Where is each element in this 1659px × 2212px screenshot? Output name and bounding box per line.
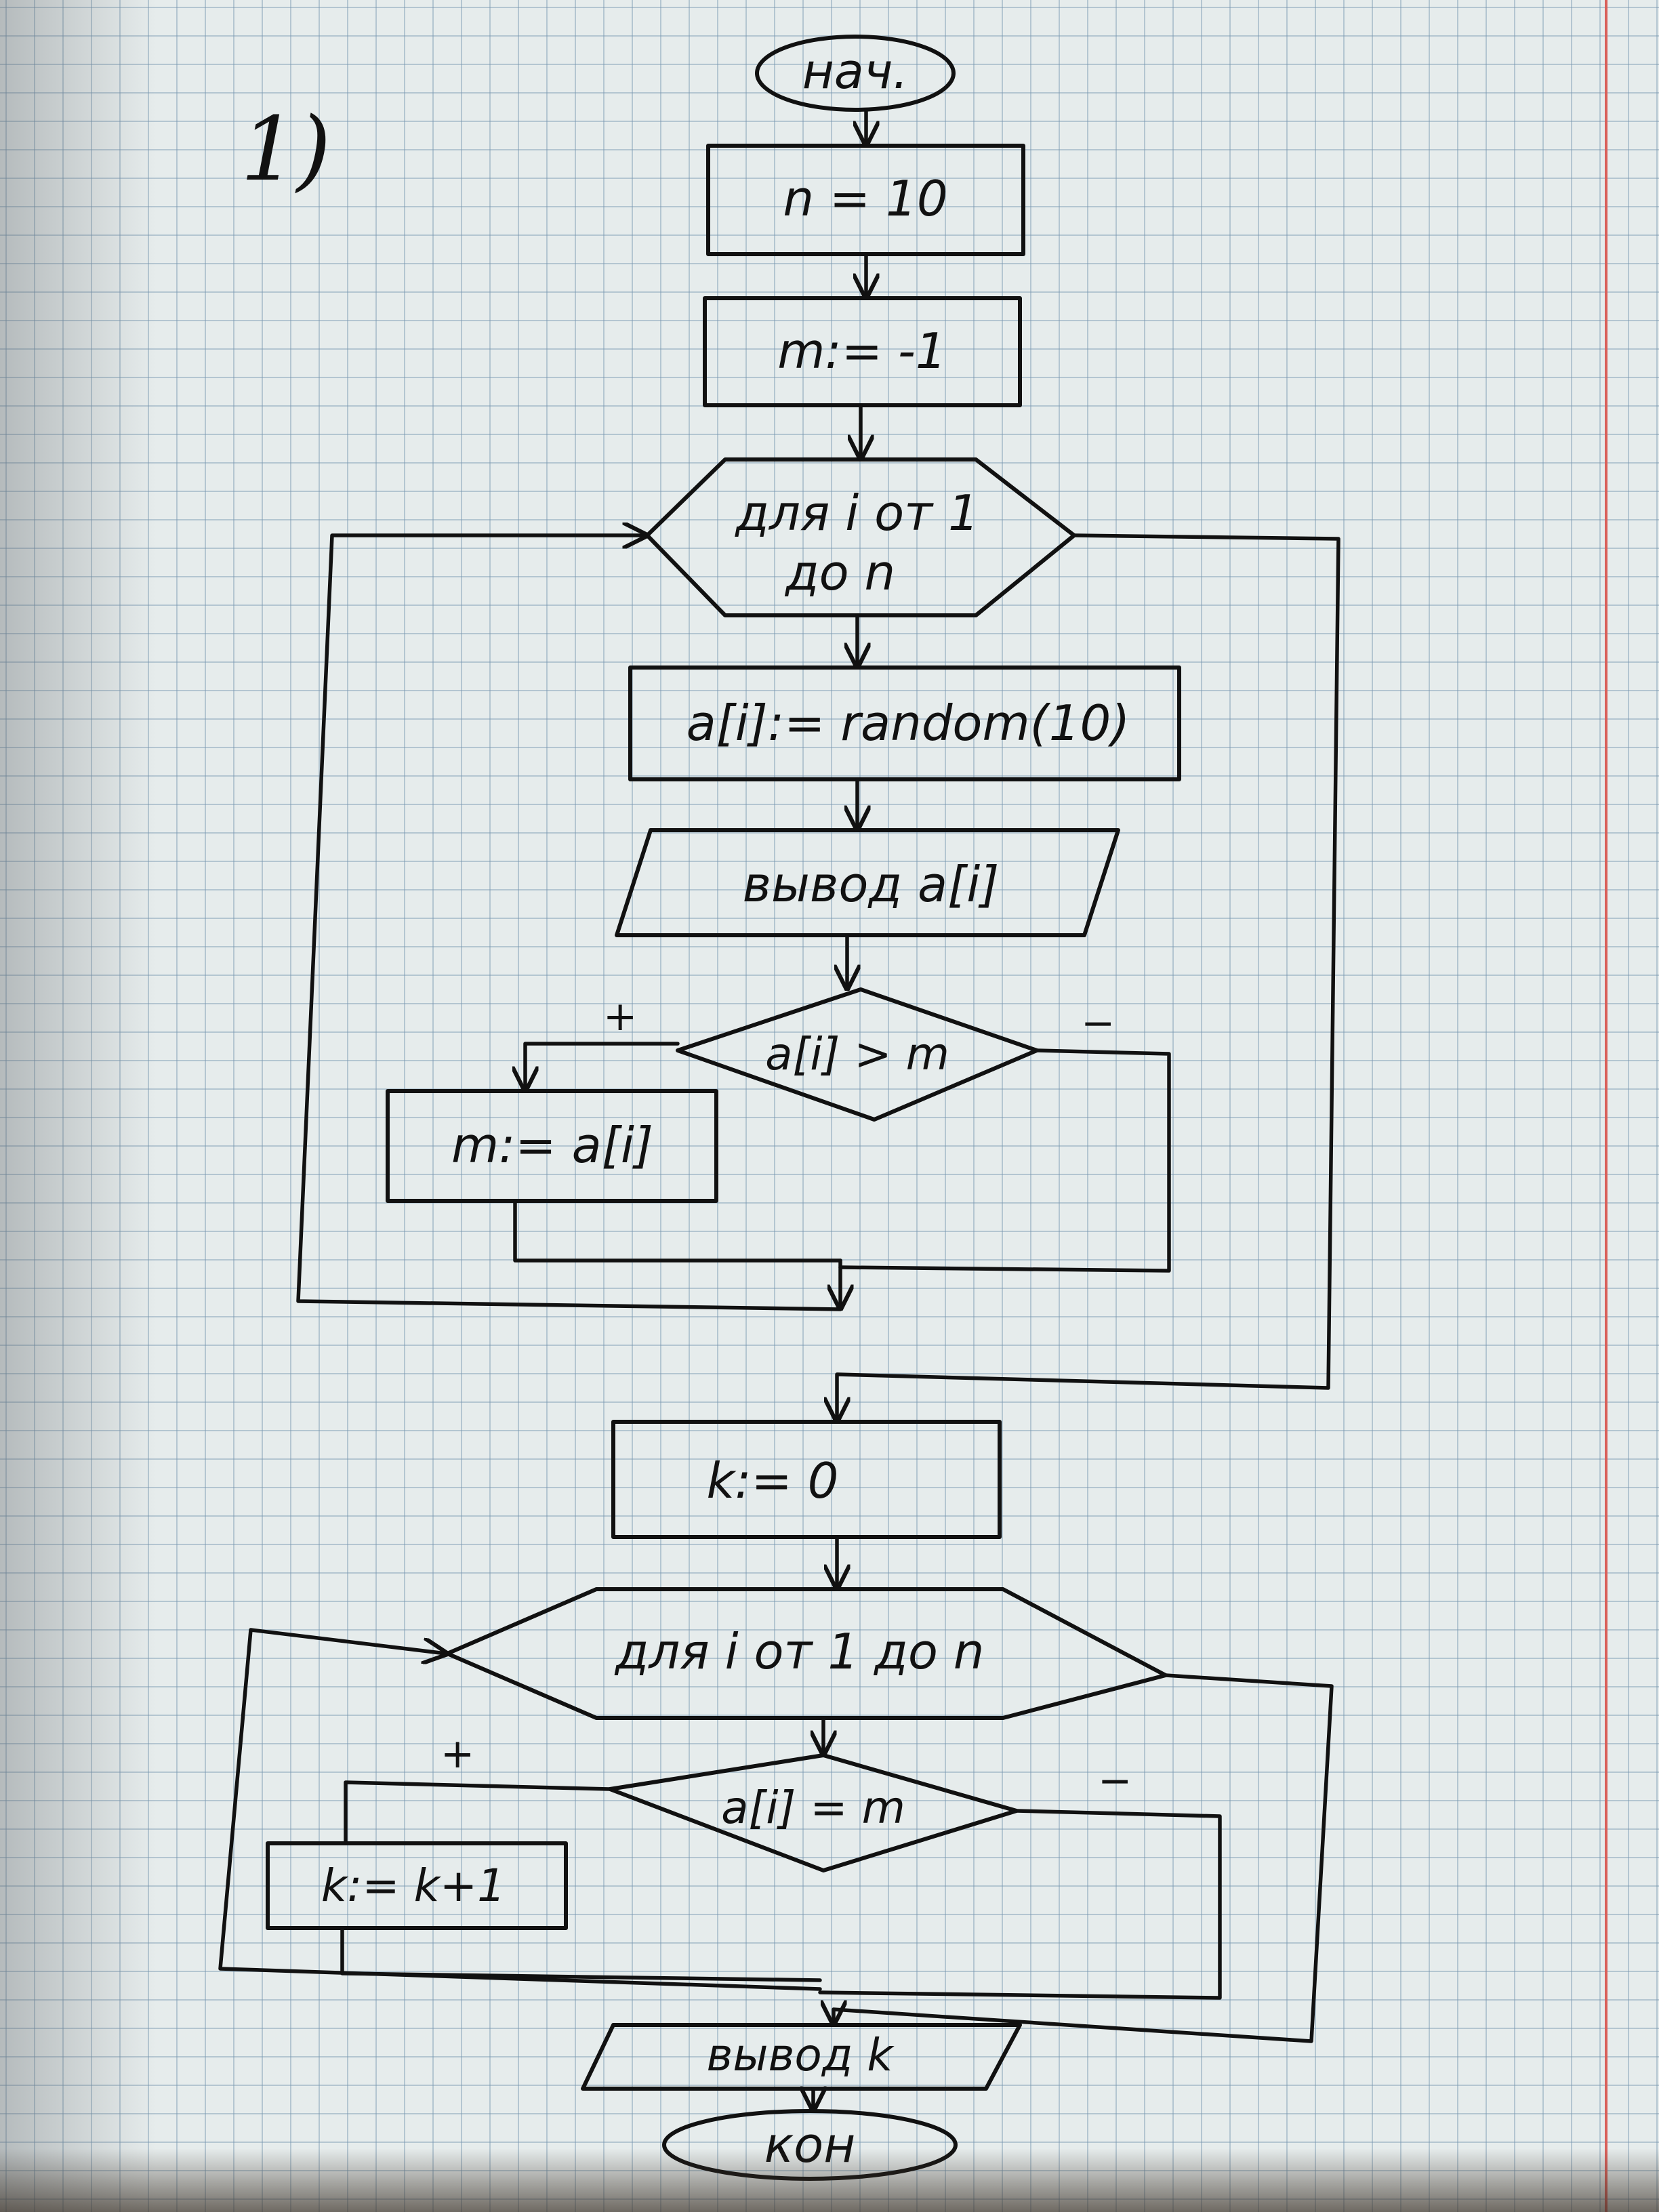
loop-for-i-1: для i от 1 до n bbox=[645, 457, 1076, 617]
start-terminal: нач. bbox=[755, 35, 956, 112]
process-assign-n: n = 10 bbox=[706, 144, 1025, 256]
cond-equal-yes: + bbox=[441, 1730, 474, 1778]
process-assign-k: k:= 0 bbox=[611, 1420, 1002, 1539]
output-ai-label: вывод a[i] bbox=[743, 856, 1000, 913]
loop-for-i-2: для i от 1 до n bbox=[445, 1587, 1168, 1720]
process-random: a[i]:= random(10) bbox=[628, 665, 1181, 781]
cond-greater-yes: + bbox=[603, 993, 637, 1040]
page-shadow bbox=[0, 0, 156, 2212]
cond-greater-no: − bbox=[1081, 1000, 1115, 1047]
page-bottom-shadow bbox=[0, 2148, 1659, 2212]
decision-greater: a[i] > m + − bbox=[603, 987, 1115, 1122]
random-label: a[i]:= random(10) bbox=[687, 695, 1130, 752]
assign-m-ai-label: m:= a[i] bbox=[451, 1117, 653, 1174]
cond-greater-label: a[i] > m bbox=[765, 1028, 949, 1080]
increment-k-label: k:= k+1 bbox=[321, 1860, 506, 1912]
loop2-label: для i от 1 до n bbox=[614, 1623, 985, 1680]
process-assign-m: m:= -1 bbox=[703, 296, 1022, 407]
margin-line bbox=[1605, 0, 1607, 2212]
cond-equal-no: − bbox=[1098, 1757, 1132, 1805]
flow-lines bbox=[218, 108, 1340, 2110]
cond-equal-label: a[i] = m bbox=[721, 1782, 905, 1834]
loop1-label-line1: для i от 1 bbox=[734, 485, 979, 541]
problem-number: 1) bbox=[241, 98, 331, 201]
decision-equal: a[i] = m + − bbox=[441, 1730, 1132, 1872]
output-k-label: вывод k bbox=[706, 2029, 895, 2081]
assign-m-label: m:= -1 bbox=[777, 323, 946, 380]
io-output-k: вывод k bbox=[581, 2023, 1022, 2091]
loop1-label-line2: до n bbox=[784, 544, 895, 601]
start-label: нач. bbox=[802, 43, 909, 100]
assign-k-label: k:= 0 bbox=[707, 1452, 839, 1509]
process-assign-m-ai: m:= a[i] bbox=[386, 1089, 718, 1203]
assign-n-label: n = 10 bbox=[783, 170, 947, 227]
process-increment-k: k:= k+1 bbox=[266, 1841, 568, 1930]
io-output-ai: вывод a[i] bbox=[615, 828, 1120, 937]
